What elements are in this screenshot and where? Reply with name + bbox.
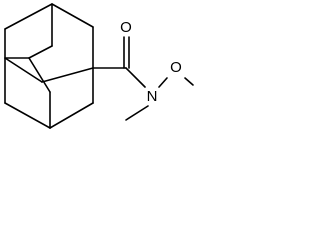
- bond-adamantane: [49, 102, 94, 129]
- bond-adamantane: [4, 3, 53, 30]
- bond-adamantane: [41, 67, 94, 83]
- bond-adamantane: [51, 3, 94, 28]
- adamantane-cage: [4, 3, 94, 129]
- atom-label-nitrogen: N: [147, 88, 158, 105]
- bond-adamantane: [28, 45, 53, 59]
- atom-label-carbonyl-oxygen: O: [120, 19, 132, 36]
- bond-n-o: [158, 77, 168, 88]
- atom-label-methoxy-oxygen: O: [170, 59, 182, 76]
- bond-o-methyl: [184, 77, 194, 86]
- weinreb-amide-group: [92, 36, 194, 121]
- bond-adamantane: [4, 57, 43, 83]
- bond-carbonyl-n: [125, 67, 146, 88]
- adamantane-weinreb-amide-structure: O N O: [4, 3, 194, 129]
- bond-adamantane: [28, 57, 51, 93]
- bond-n-methyl: [125, 105, 149, 121]
- bond-adamantane: [4, 102, 51, 129]
